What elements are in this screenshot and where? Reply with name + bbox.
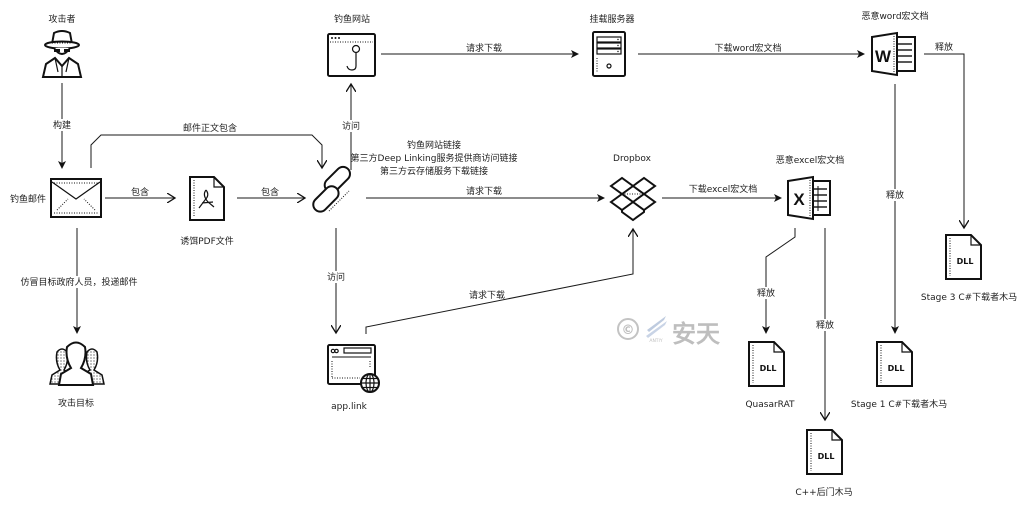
edge-label-build: 构建	[53, 119, 71, 131]
node-label: 攻击目标	[58, 397, 94, 409]
dll-file-icon: DLL	[748, 341, 785, 387]
watermark-symbol: ©	[622, 323, 635, 338]
edge-label-applink-request: 请求下载	[469, 289, 505, 301]
edge-label-body-contains: 邮件正文包含	[183, 122, 237, 134]
edge-label-excel-release-cpp: 释放	[816, 319, 834, 331]
watermark-brand-cn: 安天	[672, 320, 720, 348]
dll-file-icon: DLL	[806, 429, 843, 475]
dll-file-icon: DLL	[945, 234, 982, 280]
node-label: 挂载服务器	[589, 13, 634, 25]
node-label: Stage 3 C#下载者木马	[921, 291, 1017, 303]
node-label: app.link	[331, 402, 368, 412]
node-label: 钓鱼网站	[334, 13, 370, 25]
node-label: Stage 1 C#下载者木马	[851, 398, 947, 410]
edge-label-link-request: 请求下载	[466, 185, 502, 197]
node-quasar[interactable]: DLL QuasarRAT	[745, 341, 795, 410]
dll-glyph: DLL	[818, 452, 835, 461]
node-label: 恶意word宏文档	[861, 10, 928, 22]
link-label-line-2: 第三方Deep Linking服务提供商访问链接	[351, 152, 518, 164]
edge-label-impersonate: 仿冒目标政府人员，投递邮件	[20, 276, 137, 288]
edge-labels: 构建 仿冒目标政府人员，投递邮件 包含 包含 邮件正文包含 访问 访问 请求下载…	[14, 41, 953, 331]
dropbox-icon	[609, 176, 657, 222]
edge-label-download-excel: 下载excel宏文档	[689, 183, 758, 195]
edge-excel-release-quasar	[762, 228, 796, 334]
node-phishing-email[interactable]: 钓鱼邮件	[10, 178, 102, 218]
edge-applink-request	[365, 229, 633, 334]
node-label: 恶意excel宏文档	[776, 154, 845, 166]
node-label: 钓鱼邮件	[10, 193, 46, 205]
watermark: © ANTIY 安天	[617, 316, 720, 348]
pdf-file-icon	[189, 176, 225, 221]
node-label: QuasarRAT	[745, 400, 795, 410]
edge-label-contains-pdf: 包含	[131, 186, 149, 198]
node-label: 攻击者	[48, 13, 75, 25]
watermark-brand-en: ANTIY	[649, 338, 663, 344]
edge-label-excel-release-quasar: 释放	[757, 287, 775, 299]
word-doc-icon: W	[871, 31, 916, 77]
node-word-doc[interactable]: 恶意word宏文档 W	[861, 10, 929, 77]
server-icon	[592, 31, 626, 77]
node-dropbox[interactable]: Dropbox	[609, 154, 657, 222]
node-label: C++后门木马	[795, 486, 852, 498]
node-app-link[interactable]: app.link	[327, 344, 380, 412]
users-group-icon	[49, 341, 105, 386]
node-target[interactable]: 攻击目标	[49, 341, 105, 410]
node-excel-doc[interactable]: 恶意excel宏文档 X	[776, 154, 845, 221]
dll-glyph: DLL	[760, 364, 777, 373]
word-glyph: W	[875, 47, 892, 66]
browser-globe-icon	[327, 344, 380, 393]
browser-hook-icon	[327, 33, 376, 77]
node-stage3[interactable]: DLL Stage 3 C#下载者木马	[921, 234, 1017, 303]
edge-label-pdf-contains-link: 包含	[261, 186, 279, 198]
edge-label-download-word: 下载word宏文档	[714, 42, 781, 54]
edge-label-visit-site: 访问	[342, 120, 360, 132]
node-stage1[interactable]: DLL Stage 1 C#下载者木马	[851, 341, 947, 410]
link-label-line-3: 第三方云存储服务下载链接	[380, 165, 488, 177]
edge-body-contains	[90, 134, 322, 168]
node-link[interactable]: 钓鱼网站链接 第三方Deep Linking服务提供商访问链接 第三方云存储服务…	[310, 139, 517, 214]
dll-glyph: DLL	[888, 364, 905, 373]
envelope-icon	[50, 178, 102, 218]
edges	[58, 50, 964, 420]
node-label: 诱饵PDF文件	[180, 235, 234, 247]
edge-label-visit-applink: 访问	[327, 271, 345, 283]
chain-link-icon	[312, 165, 351, 213]
dll-glyph: DLL	[957, 257, 974, 266]
node-attacker[interactable]: 攻击者	[41, 13, 83, 78]
node-hosting-server[interactable]: 挂载服务器	[589, 13, 635, 77]
spy-icon	[41, 30, 83, 78]
dll-file-icon: DLL	[876, 341, 913, 387]
edge-word-release-stage3	[924, 53, 964, 228]
excel-doc-icon: X	[787, 175, 831, 221]
link-label-line-1: 钓鱼网站链接	[407, 139, 461, 151]
node-bait-pdf[interactable]: 诱饵PDF文件	[180, 176, 234, 247]
node-phishing-site[interactable]: 钓鱼网站	[327, 13, 376, 77]
node-cpp-backdoor[interactable]: DLL C++后门木马	[795, 429, 853, 498]
edge-label-word-release-stage1: 释放	[886, 189, 904, 201]
excel-glyph: X	[793, 190, 805, 209]
edge-label-word-release-stage3: 释放	[935, 41, 953, 53]
node-label: Dropbox	[613, 154, 652, 164]
edge-label-site-request: 请求下载	[466, 42, 502, 54]
antiy-logo-icon	[646, 316, 667, 338]
